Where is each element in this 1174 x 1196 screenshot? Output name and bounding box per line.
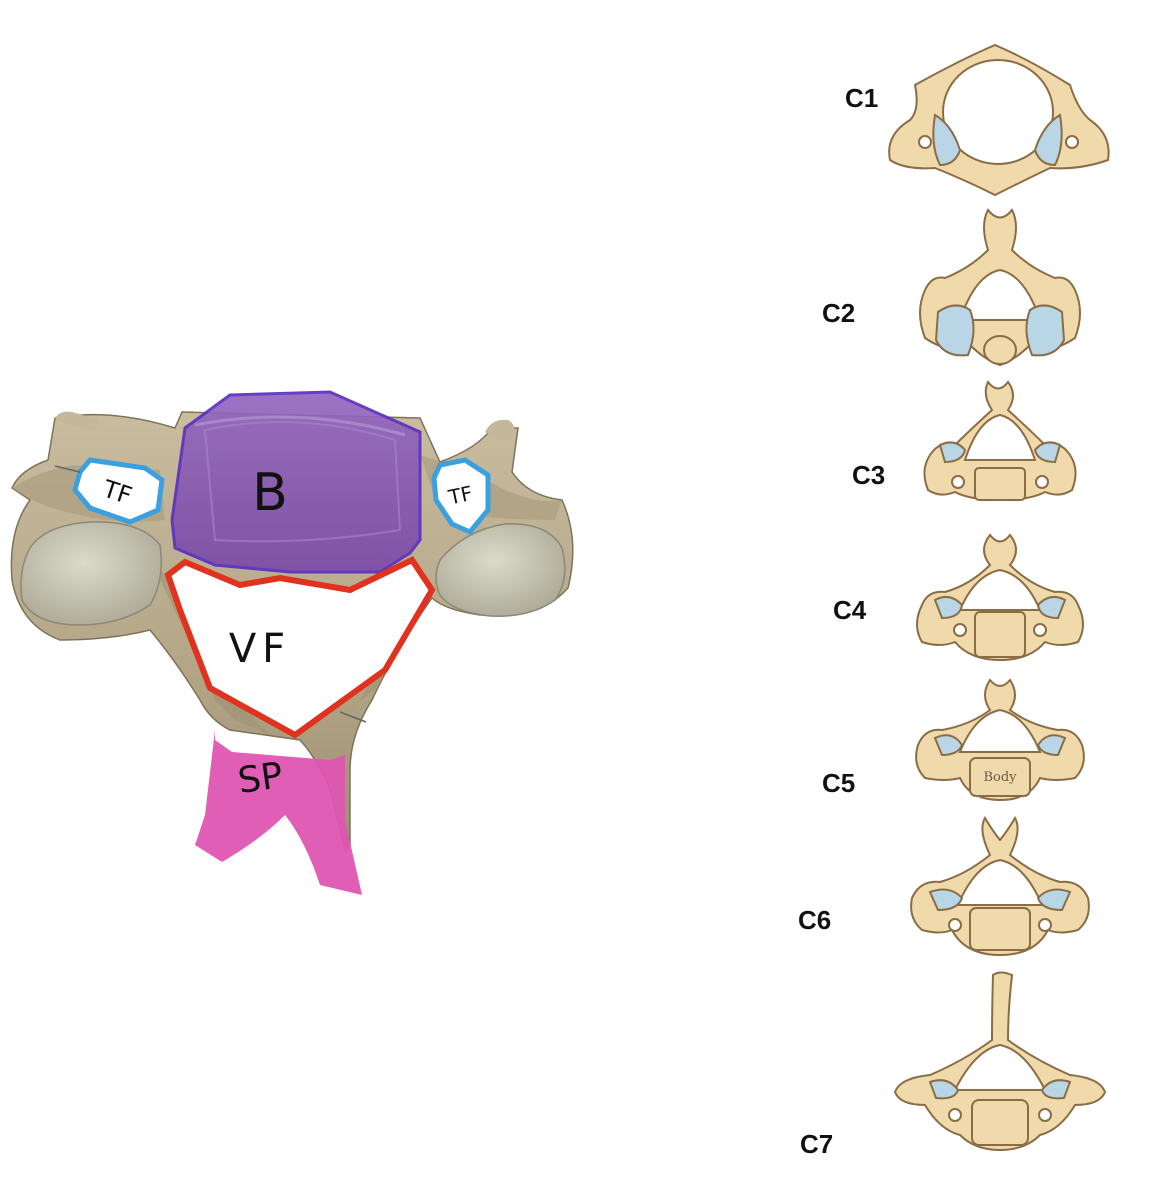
right-transverse-foramen [431,457,491,536]
label-vf: VF [229,626,291,672]
label-c2: C2 [822,298,855,328]
left-articular-facet [20,521,162,626]
label-c3: C3 [852,460,885,490]
right-articular-facet [435,523,566,617]
main-vertebra: TF B TF VF SP [10,390,574,895]
vertebra-c7 [893,971,1107,1152]
left-transverse-tip [55,411,100,430]
label-c1: C1 [845,83,878,113]
label-c5: C5 [822,768,855,798]
right-transverse-tip [485,419,515,440]
c5-body-label: Body [983,770,1017,785]
vertebral-body-rim [194,415,406,437]
vertebra-c1 [888,43,1110,197]
vertebrae-series: Body [888,43,1110,1152]
left-pin-line [54,465,81,473]
label-tf-right: TF [445,481,474,510]
vertebra-c6 [910,816,1090,957]
label-c7: C7 [800,1129,833,1159]
label-sp: SP [235,755,285,802]
vertebral-body-overlay [170,390,422,574]
left-transverse-foramen [72,457,165,525]
vertebra-labels: C1 C2 C3 C4 C5 C6 C7 [798,83,885,1159]
vertebra-c4 [916,533,1084,662]
label-c4: C4 [833,595,867,625]
spinous-process-overlay [195,730,362,895]
vertebra-c5: Body [915,678,1085,802]
vertebra-c2 [919,208,1081,367]
label-body: B [252,463,288,523]
right-pin-line [339,711,367,723]
vertebral-foramen [164,556,436,739]
vertebra-c3 [923,380,1077,502]
vertebral-body-texture [203,421,402,543]
label-c6: C6 [798,905,831,935]
